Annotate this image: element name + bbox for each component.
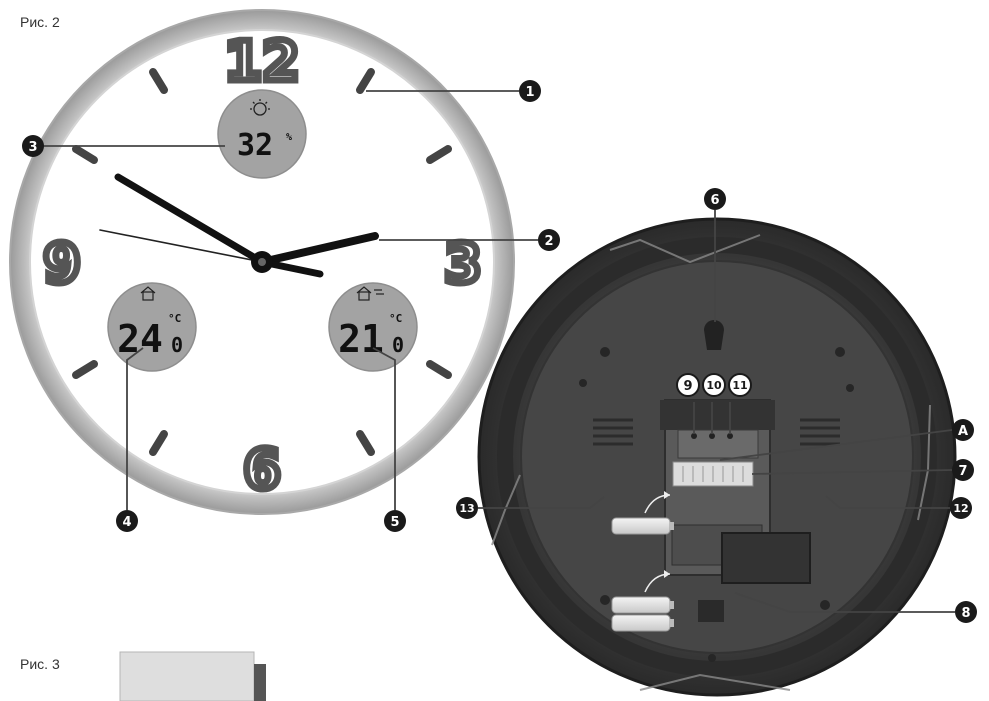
callout-12: 12 (950, 497, 972, 519)
humidity-value: 32 (237, 128, 273, 163)
callout-13: 13 (456, 497, 478, 519)
callout-3: 3 (22, 135, 44, 157)
humidity-display: 32 % (218, 90, 306, 178)
callout-1-label: 1 (525, 85, 534, 100)
callout-1: 1 (519, 80, 541, 102)
button-panel (678, 430, 758, 458)
callout-4: 4 (116, 510, 138, 532)
humidity-unit: % (286, 132, 292, 143)
callout-6: 6 (704, 188, 726, 210)
callout-2-label: 2 (544, 234, 553, 249)
callout-7-label: 7 (958, 464, 967, 479)
callout-4-label: 4 (122, 515, 131, 530)
fig3-device-partial (120, 652, 266, 701)
callout-5: 5 (384, 510, 406, 532)
callout-11: 11 (729, 374, 751, 396)
callout-9: 9 (677, 374, 699, 396)
callout-10: 10 (703, 374, 725, 396)
indoor-temp-unit: °C (168, 312, 181, 325)
outdoor-temp-display: 21 °C 0 (329, 283, 417, 371)
indoor-temp-display: 24 °C 0 (108, 283, 196, 371)
callout-3-label: 3 (28, 140, 37, 155)
callout-8: 8 (955, 601, 977, 623)
indoor-temp-value: 24 (117, 317, 163, 361)
callout-A: A (952, 419, 974, 441)
callout-9-label: 9 (683, 379, 692, 394)
callout-A-label: A (958, 424, 968, 439)
battery-cover (722, 533, 810, 583)
outdoor-temp-decimal: 0 (392, 333, 404, 357)
callout-6-label: 6 (710, 193, 719, 208)
back-clock (479, 219, 955, 695)
numeral-9: 9 (43, 232, 81, 295)
numeral-3: 3 (444, 232, 482, 295)
callout-8-label: 8 (961, 606, 970, 621)
outdoor-temp-value: 21 (338, 317, 384, 361)
callout-7: 7 (952, 459, 974, 481)
hanging-hole (704, 320, 724, 350)
callout-10-label: 10 (706, 379, 722, 392)
indoor-temp-decimal: 0 (171, 333, 183, 357)
battery-lower-2 (612, 615, 674, 631)
callout-13-label: 13 (459, 502, 474, 515)
front-clock: 12 3 6 9 32 % 24 °C (10, 10, 514, 514)
callout-12-label: 12 (953, 502, 968, 515)
outdoor-temp-unit: °C (389, 312, 402, 325)
callout-11-label: 11 (732, 379, 747, 392)
numeral-12: 12 (224, 30, 299, 93)
numeral-6: 6 (243, 438, 281, 501)
callout-5-label: 5 (390, 515, 399, 530)
callout-2: 2 (538, 229, 560, 251)
